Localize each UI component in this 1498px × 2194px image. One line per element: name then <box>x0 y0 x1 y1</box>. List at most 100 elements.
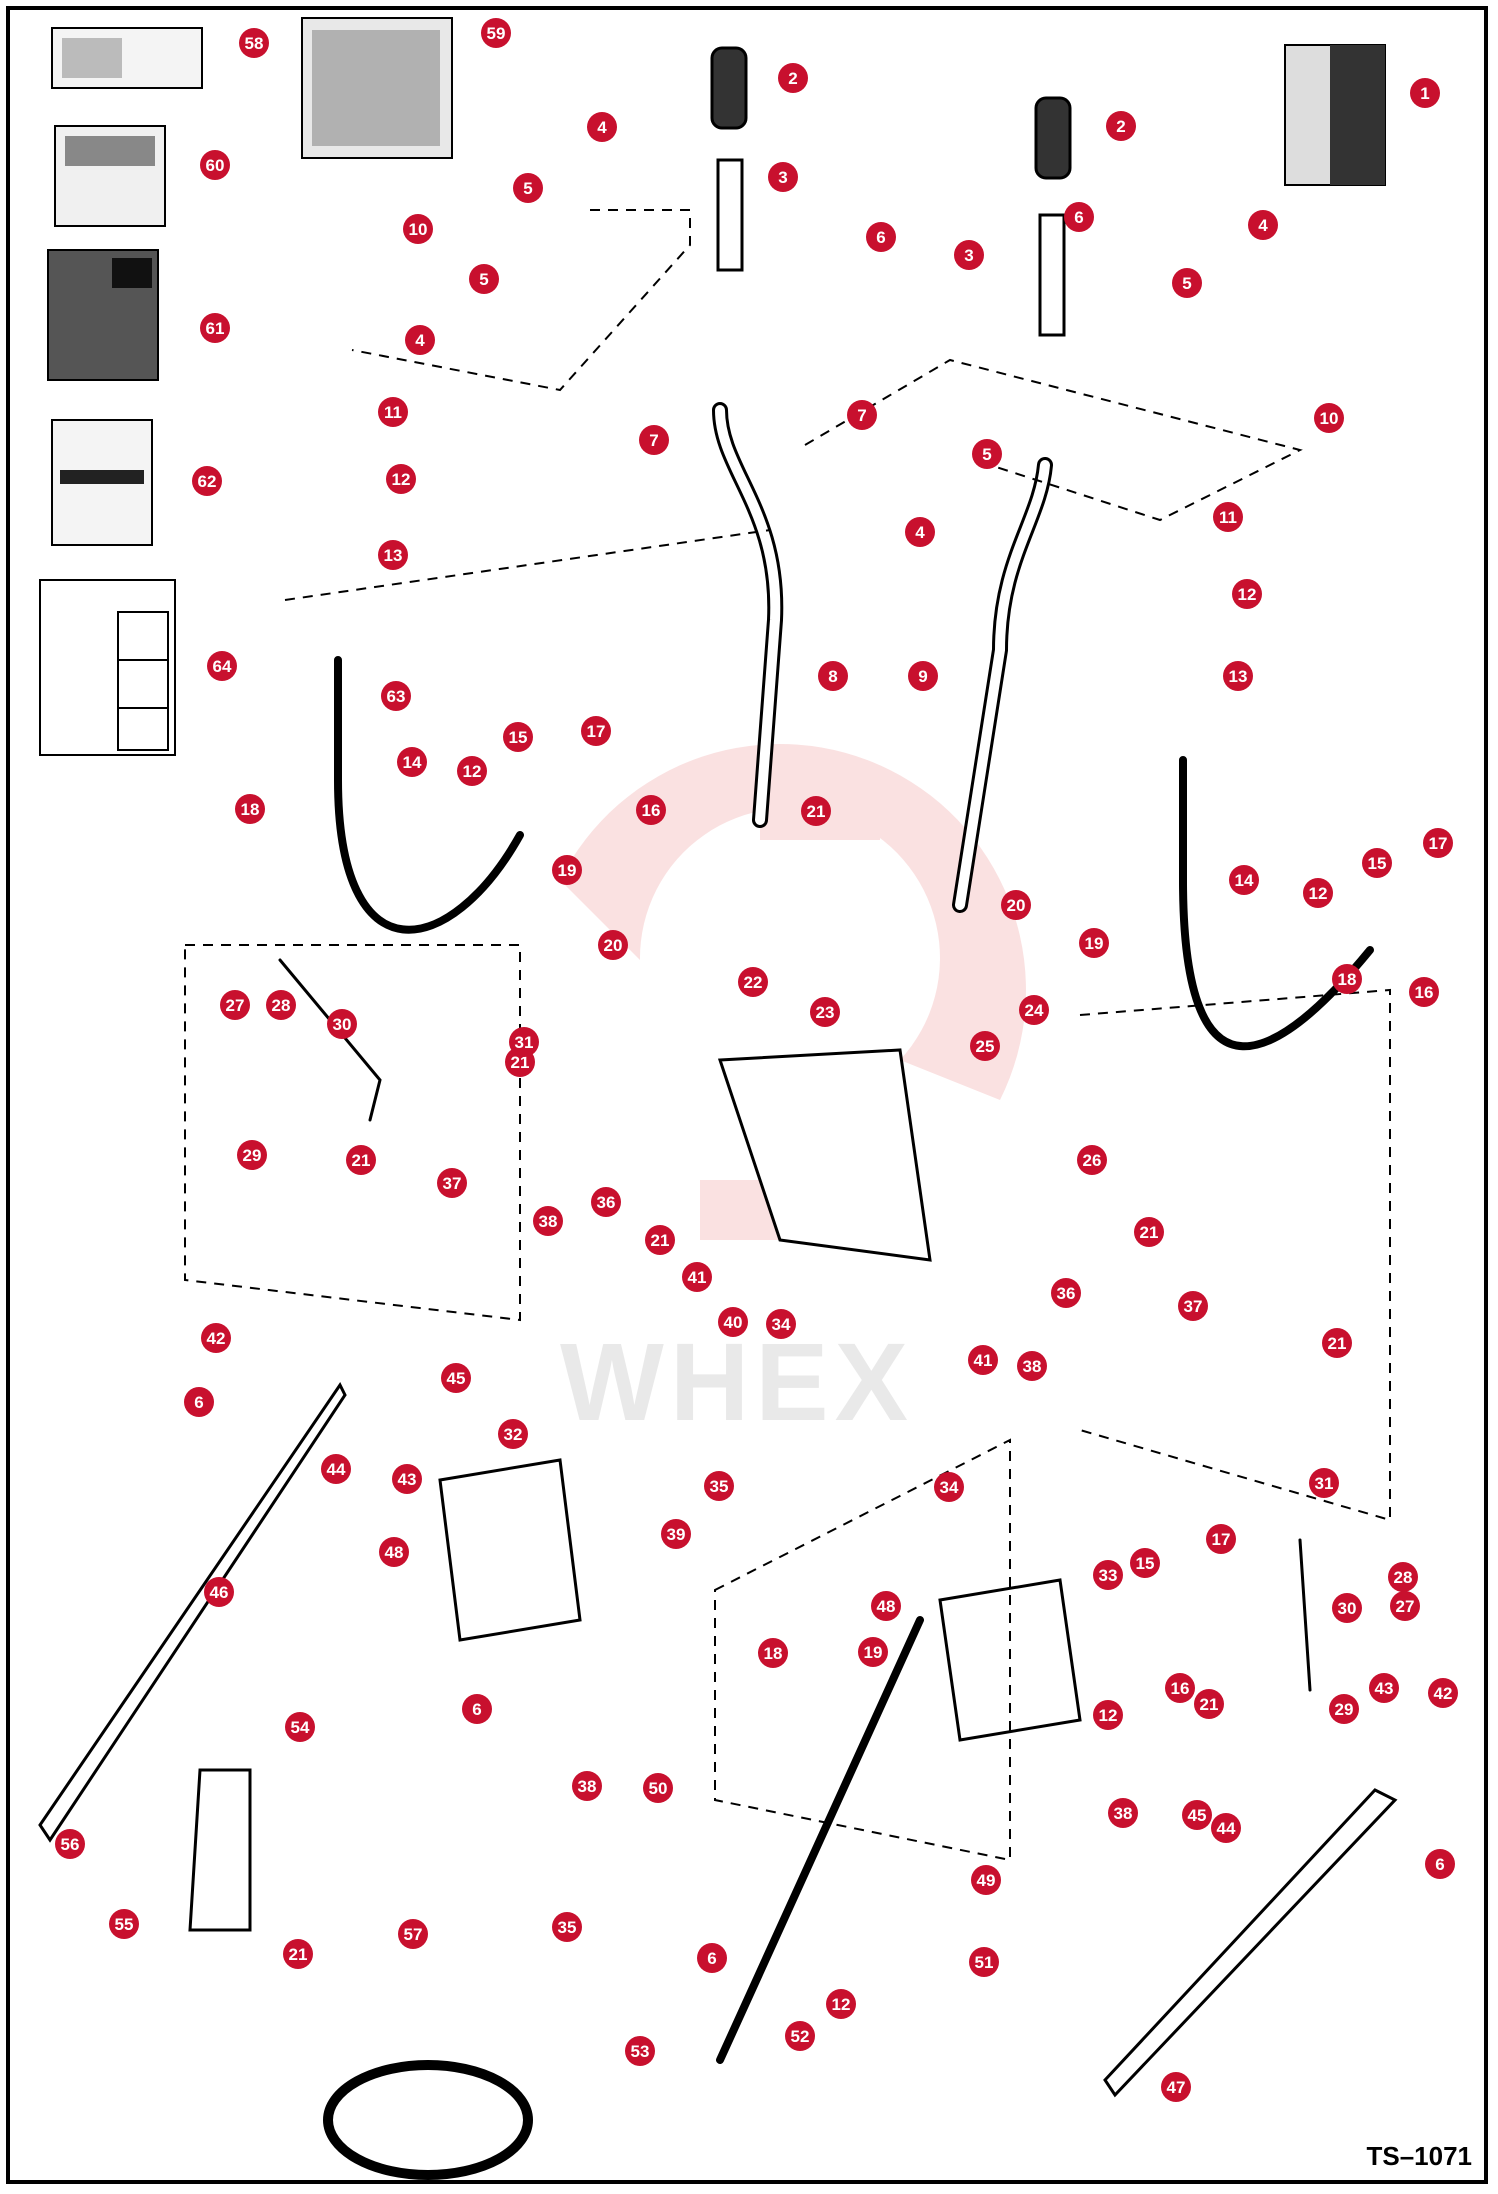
callout-number: 26 <box>1083 1151 1102 1170</box>
callout-number: 11 <box>1219 508 1237 527</box>
callout-7: 7 <box>639 425 669 455</box>
decal-64-box-3 <box>117 707 169 751</box>
callout-number: 44 <box>1217 1819 1236 1838</box>
callout-number: 37 <box>1184 1297 1203 1316</box>
callout-marker <box>327 1009 357 1039</box>
callout-4: 4 <box>405 325 435 355</box>
callout-40: 40 <box>718 1307 748 1337</box>
callout-8: 8 <box>818 661 848 691</box>
part-55-bracket <box>188 1768 252 1932</box>
callout-7: 7 <box>847 400 877 430</box>
callout-number: 18 <box>241 800 260 819</box>
callout-marker <box>397 747 427 777</box>
callout-number: 21 <box>1328 1334 1347 1353</box>
callout-number: 30 <box>333 1015 352 1034</box>
watermark-text: WHEX <box>560 1321 914 1444</box>
callout-marker <box>1232 579 1262 609</box>
callout-number: 16 <box>642 801 661 820</box>
callout-marker <box>378 397 408 427</box>
callout-number: 48 <box>877 1597 896 1616</box>
callout-marker <box>437 1168 467 1198</box>
callout-marker <box>661 1519 691 1549</box>
callout-number: 17 <box>1212 1530 1231 1549</box>
callout-25: 25 <box>970 1031 1000 1061</box>
callout-marker <box>192 466 222 496</box>
callout-number: 7 <box>857 406 866 425</box>
callout-37: 37 <box>437 1168 467 1198</box>
callout-15: 15 <box>503 722 533 752</box>
callout-12: 12 <box>1093 1700 1123 1730</box>
callout-number: 15 <box>1368 854 1387 873</box>
decal-61-graphic <box>112 258 152 288</box>
callout-number: 4 <box>597 118 607 137</box>
callout-number: 38 <box>578 1777 597 1796</box>
guide-line <box>1079 988 1391 1522</box>
callout-marker <box>239 28 269 58</box>
callout-number: 38 <box>1114 1804 1133 1823</box>
callout-31: 31 <box>509 1027 539 1057</box>
guide-line <box>284 529 771 601</box>
callout-4: 4 <box>905 517 935 547</box>
part-57-hose <box>323 2060 533 2180</box>
callout-marker <box>1428 1678 1458 1708</box>
part-2-right-grip <box>1034 96 1072 180</box>
part-31-link-left <box>278 958 382 1122</box>
callout-number: 5 <box>523 179 532 198</box>
callout-marker <box>1064 202 1094 232</box>
callout-marker <box>1213 502 1243 532</box>
part-47-rod <box>1103 1788 1398 2098</box>
callout-number: 43 <box>1375 1679 1394 1698</box>
guide-line <box>804 358 1303 522</box>
callout-number: 60 <box>206 156 225 175</box>
callout-60: 60 <box>200 150 230 180</box>
callout-marker <box>801 796 831 826</box>
callout-marker <box>1161 2072 1191 2102</box>
callout-22: 22 <box>738 967 768 997</box>
callout-36: 36 <box>1051 1278 1081 1308</box>
callout-44: 44 <box>321 1454 351 1484</box>
callout-marker <box>237 1140 267 1170</box>
callout-21: 21 <box>346 1145 376 1175</box>
callout-38: 38 <box>1017 1351 1047 1381</box>
callout-number: 1 <box>1420 84 1429 103</box>
callout-30: 30 <box>1332 1593 1362 1623</box>
callout-number: 5 <box>982 445 991 464</box>
guide-line <box>184 944 521 1322</box>
callout-36: 36 <box>591 1187 621 1217</box>
callout-number: 25 <box>976 1037 995 1056</box>
callout-number: 14 <box>403 753 422 772</box>
frame-bracket <box>717 1048 932 1262</box>
callout-2: 2 <box>1106 111 1136 141</box>
callout-number: 21 <box>511 1053 530 1072</box>
callout-53: 53 <box>625 2036 655 2066</box>
callout-28: 28 <box>1388 1562 1418 1592</box>
callout-45: 45 <box>1182 1800 1212 1830</box>
callout-51: 51 <box>969 1947 999 1977</box>
callout-marker <box>55 1829 85 1859</box>
callout-marker <box>1314 403 1344 433</box>
part-31-link-right <box>1298 1538 1312 1692</box>
callout-number: 9 <box>918 667 927 686</box>
callout-14: 14 <box>1229 865 1259 895</box>
callout-33: 33 <box>1093 1560 1123 1590</box>
callout-marker <box>908 661 938 691</box>
callout-number: 19 <box>864 1643 883 1662</box>
callout-48: 48 <box>871 1591 901 1621</box>
callout-marker <box>1093 1560 1123 1590</box>
callout-number: 3 <box>964 246 973 265</box>
callout-marker <box>697 1943 727 1973</box>
callout-50: 50 <box>643 1773 673 1803</box>
callout-55: 55 <box>109 1909 139 1939</box>
callout-marker <box>481 18 511 48</box>
callout-number: 6 <box>472 1700 481 1719</box>
callout-number: 21 <box>1140 1223 1159 1242</box>
callout-number: 36 <box>597 1193 616 1212</box>
callout-21: 21 <box>1194 1689 1224 1719</box>
callout-21: 21 <box>1322 1328 1352 1358</box>
callout-number: 36 <box>1057 1284 1076 1303</box>
callout-number: 6 <box>194 1393 203 1412</box>
callout-number: 38 <box>539 1212 558 1231</box>
callout-35: 35 <box>552 1912 582 1942</box>
callout-48: 48 <box>379 1537 409 1567</box>
